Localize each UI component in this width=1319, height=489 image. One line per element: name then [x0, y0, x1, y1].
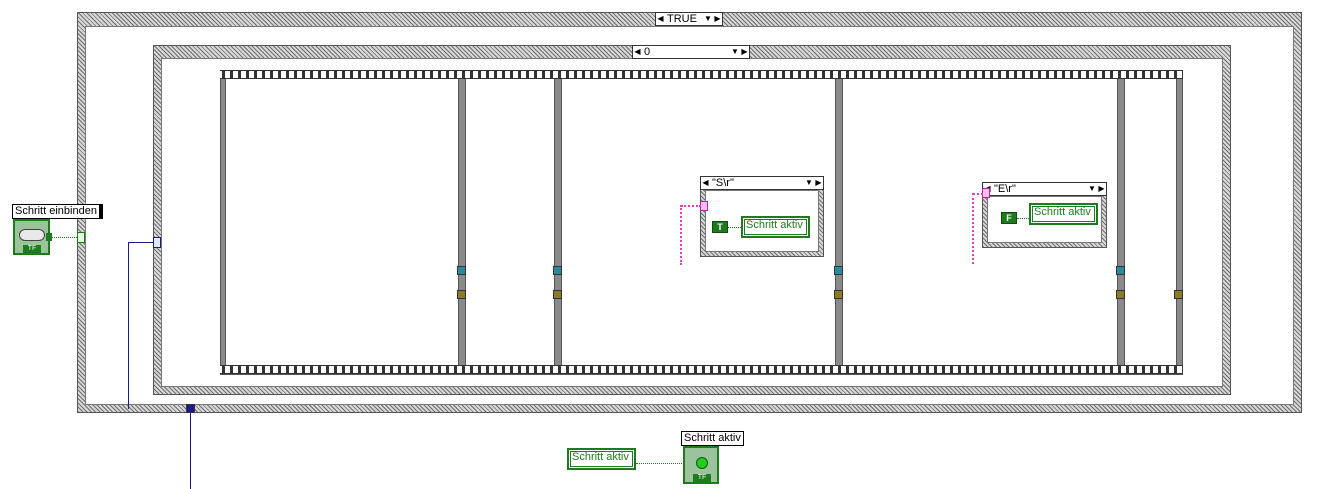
string-wire: [681, 205, 701, 207]
e-case-selector-label: "E\r": [994, 183, 1016, 195]
s-case-selector-label: "S\r": [712, 177, 734, 189]
boolean-wire: [51, 237, 77, 238]
sequence-local-string[interactable]: [834, 290, 843, 299]
sequence-frame-divider: [1117, 79, 1125, 365]
inner-case-selector-terminal[interactable]: [153, 237, 161, 248]
outer-case-tunnel[interactable]: [186, 404, 195, 413]
boolean-wire: [1017, 218, 1029, 219]
false-constant[interactable]: F: [1001, 212, 1017, 224]
sequence-local-cluster[interactable]: [834, 266, 843, 275]
control-type-badge: TF: [23, 245, 41, 253]
outer-case-selector-label: TRUE: [667, 13, 697, 25]
outer-case-selector-terminal[interactable]: [77, 232, 85, 243]
switch-icon: [19, 229, 45, 241]
inner-case-selector-label: 0: [644, 46, 651, 58]
inner-case-selector[interactable]: ◀ 0 ▼ ▶: [632, 45, 750, 59]
sequence-local-cluster[interactable]: [1116, 266, 1125, 275]
s-case-selector[interactable]: ◀ "S\r" ▼ ▶: [700, 176, 824, 190]
sequence-local-string[interactable]: [1116, 290, 1125, 299]
dropdown-arrow-icon[interactable]: ▼: [1088, 184, 1096, 193]
dropdown-arrow-icon[interactable]: ▼: [704, 14, 712, 23]
dropdown-arrow-icon[interactable]: ▼: [731, 47, 739, 56]
string-wire: [680, 205, 682, 265]
sequence-frame-divider: [554, 79, 562, 365]
decrement-arrow-icon[interactable]: ◀: [702, 178, 709, 187]
sequence-left-edge: [220, 79, 226, 365]
boolean-wire: [636, 463, 682, 464]
led-icon: [696, 457, 708, 469]
decrement-arrow-icon[interactable]: ◀: [657, 14, 664, 23]
sequence-local-string[interactable]: [457, 290, 466, 299]
sequence-bottom-filmstrip: [220, 365, 1183, 374]
numeric-wire: [128, 242, 154, 243]
increment-arrow-icon[interactable]: ▶: [741, 47, 748, 56]
schritt-einbinden-control[interactable]: TF: [13, 219, 50, 255]
dropdown-arrow-icon[interactable]: ▼: [805, 178, 813, 187]
e-case-selector[interactable]: ◀ "E\r" ▼ ▶: [982, 182, 1107, 196]
sequence-frame-divider: [458, 79, 466, 365]
schritt-aktiv-local-variable[interactable]: Schritt aktiv: [1029, 203, 1098, 225]
schritt-aktiv-local-variable[interactable]: Schritt aktiv: [567, 448, 636, 470]
schritt-aktiv-local-variable[interactable]: Schritt aktiv: [741, 216, 810, 238]
decrement-arrow-icon[interactable]: ◀: [634, 47, 641, 56]
sequence-right-edge: [1176, 79, 1183, 365]
string-wire: [972, 193, 974, 264]
increment-arrow-icon[interactable]: ▶: [815, 178, 822, 187]
sequence-local-cluster[interactable]: [553, 266, 562, 275]
schritt-aktiv-label: Schritt aktiv: [681, 431, 744, 446]
numeric-wire: [128, 242, 129, 409]
sequence-top-filmstrip: [220, 70, 1183, 79]
increment-arrow-icon[interactable]: ▶: [1098, 184, 1105, 193]
string-wire: [973, 193, 983, 195]
indicator-type-badge: TF: [693, 474, 711, 482]
sequence-local-cluster[interactable]: [457, 266, 466, 275]
numeric-wire: [190, 413, 191, 489]
sequence-local-string[interactable]: [1174, 290, 1183, 299]
sequence-frame-divider: [835, 79, 843, 365]
schritt-aktiv-indicator[interactable]: TF: [683, 446, 719, 484]
control-output-terminal: [46, 233, 52, 241]
increment-arrow-icon[interactable]: ▶: [714, 14, 721, 23]
true-constant[interactable]: T: [712, 221, 728, 233]
e-case-selector-terminal[interactable]: [982, 188, 990, 198]
schritt-einbinden-label: Schritt einbinden: [12, 204, 103, 219]
boolean-wire: [728, 227, 741, 228]
outer-case-selector[interactable]: ◀ TRUE ▼ ▶: [655, 12, 723, 26]
sequence-local-string[interactable]: [553, 290, 562, 299]
s-case-selector-terminal[interactable]: [700, 201, 708, 211]
